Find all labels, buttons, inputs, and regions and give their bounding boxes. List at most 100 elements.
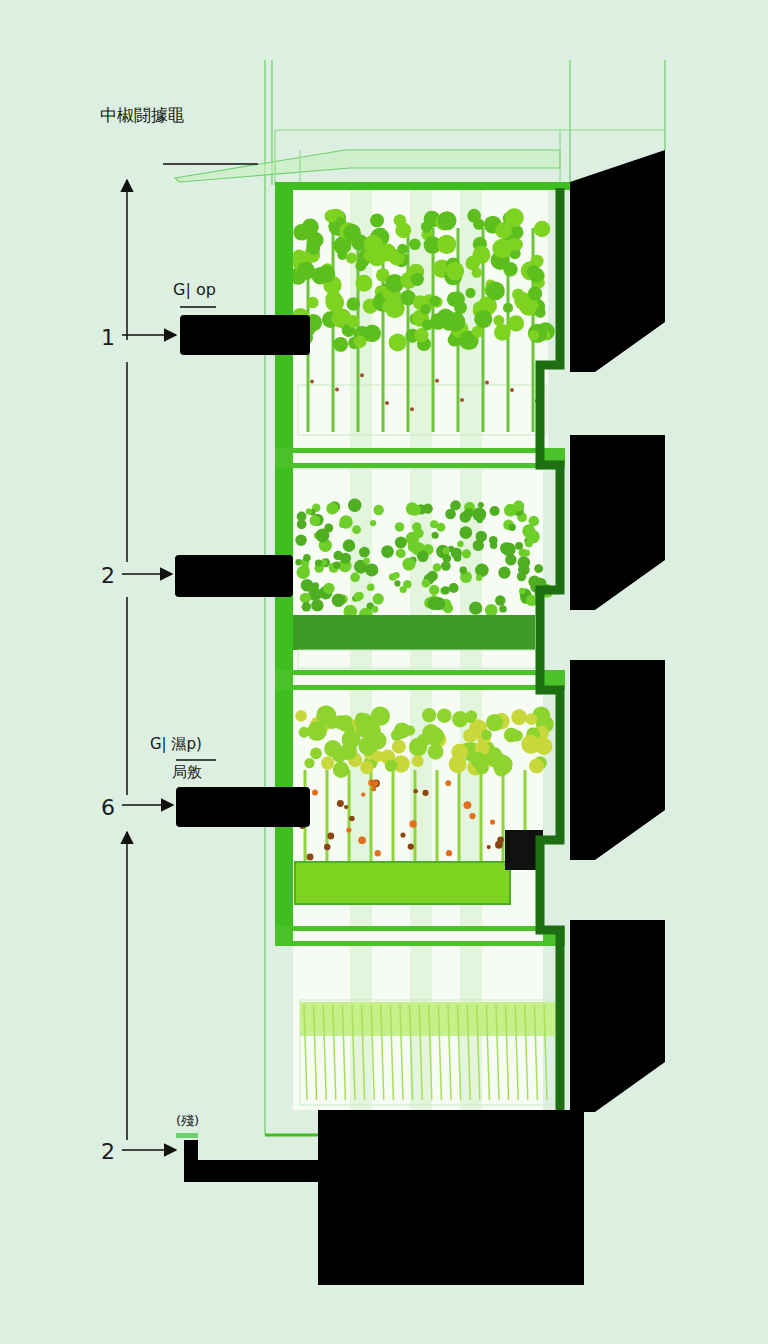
leaf [359, 547, 370, 558]
callout-number: 2 [101, 564, 115, 588]
shelf [275, 670, 565, 690]
seed [409, 820, 417, 828]
leaf [429, 295, 440, 306]
leaf [518, 548, 526, 556]
seed [335, 388, 339, 392]
root [525, 1005, 528, 1100]
root [438, 1005, 441, 1100]
leaf [332, 594, 345, 607]
stem [414, 770, 417, 862]
leaf [420, 304, 431, 315]
leaf [381, 545, 394, 558]
leaf [371, 606, 378, 613]
leaf [508, 315, 524, 331]
stem [432, 228, 435, 432]
root [371, 1005, 374, 1100]
leaf [521, 261, 540, 280]
leaf [528, 324, 547, 343]
leaf [449, 583, 459, 593]
leaf [443, 547, 450, 554]
leaf [529, 516, 540, 527]
leaf [394, 580, 400, 586]
leaf [316, 706, 335, 725]
side-block [570, 660, 665, 860]
seed [463, 801, 471, 809]
root [352, 1005, 355, 1100]
leaf [310, 515, 321, 526]
leaf [311, 599, 323, 611]
leaf [436, 545, 449, 558]
leaf [472, 246, 490, 264]
seed [487, 845, 491, 849]
leaf [490, 506, 500, 516]
leaf [323, 583, 334, 594]
leaf [465, 711, 477, 723]
leaf [412, 755, 424, 767]
leaf [521, 735, 540, 754]
seed [445, 780, 451, 786]
base-block [318, 1110, 584, 1285]
leaf [310, 747, 322, 759]
leaf [518, 556, 531, 569]
seed [327, 833, 334, 840]
leaf [393, 572, 399, 578]
leaf [425, 211, 436, 222]
leaf [372, 593, 383, 604]
root [506, 1005, 509, 1100]
leaf [454, 301, 467, 314]
seed [307, 853, 314, 860]
leaf [306, 508, 312, 514]
leaf [503, 303, 513, 313]
leaf [471, 752, 487, 768]
leaf [474, 310, 492, 328]
leaf [355, 713, 373, 731]
frame-foot [265, 1134, 318, 1137]
leaf [422, 579, 430, 587]
shelf [275, 448, 565, 468]
root [448, 1005, 451, 1100]
leaf [385, 759, 398, 772]
seed [497, 837, 504, 844]
root [410, 1005, 413, 1100]
leaf [392, 740, 406, 754]
leaf [460, 511, 472, 523]
leaf [299, 727, 310, 738]
leaf [425, 727, 444, 746]
leaf [486, 714, 503, 731]
leaf [368, 248, 387, 267]
leaf [343, 722, 355, 734]
leaf [295, 559, 302, 566]
leaf [333, 762, 349, 778]
seed [344, 805, 348, 809]
leaf [339, 515, 352, 528]
side-block [570, 150, 665, 372]
stem [348, 770, 351, 862]
leaf [429, 585, 439, 595]
seed [413, 789, 417, 793]
frame-line [664, 60, 666, 150]
leaf [372, 751, 383, 762]
root [477, 1005, 480, 1100]
seed [361, 792, 365, 796]
shelf [275, 926, 565, 946]
side-block [570, 920, 665, 1112]
leaf [324, 740, 341, 757]
leaf [333, 337, 348, 352]
leaf [355, 592, 363, 600]
leaf [367, 583, 375, 591]
leaf [315, 559, 322, 566]
root [515, 1005, 518, 1100]
leaf [391, 729, 403, 741]
callout-number: 2 [101, 1140, 115, 1164]
leaf [529, 330, 540, 341]
root [419, 1005, 422, 1100]
leaf [494, 762, 508, 776]
glass-tray [300, 1000, 555, 1105]
leaf [500, 542, 512, 554]
leaf [451, 547, 462, 558]
leaf [363, 558, 370, 565]
leaf [499, 605, 506, 612]
leaf [402, 558, 415, 571]
leaf [370, 214, 384, 228]
